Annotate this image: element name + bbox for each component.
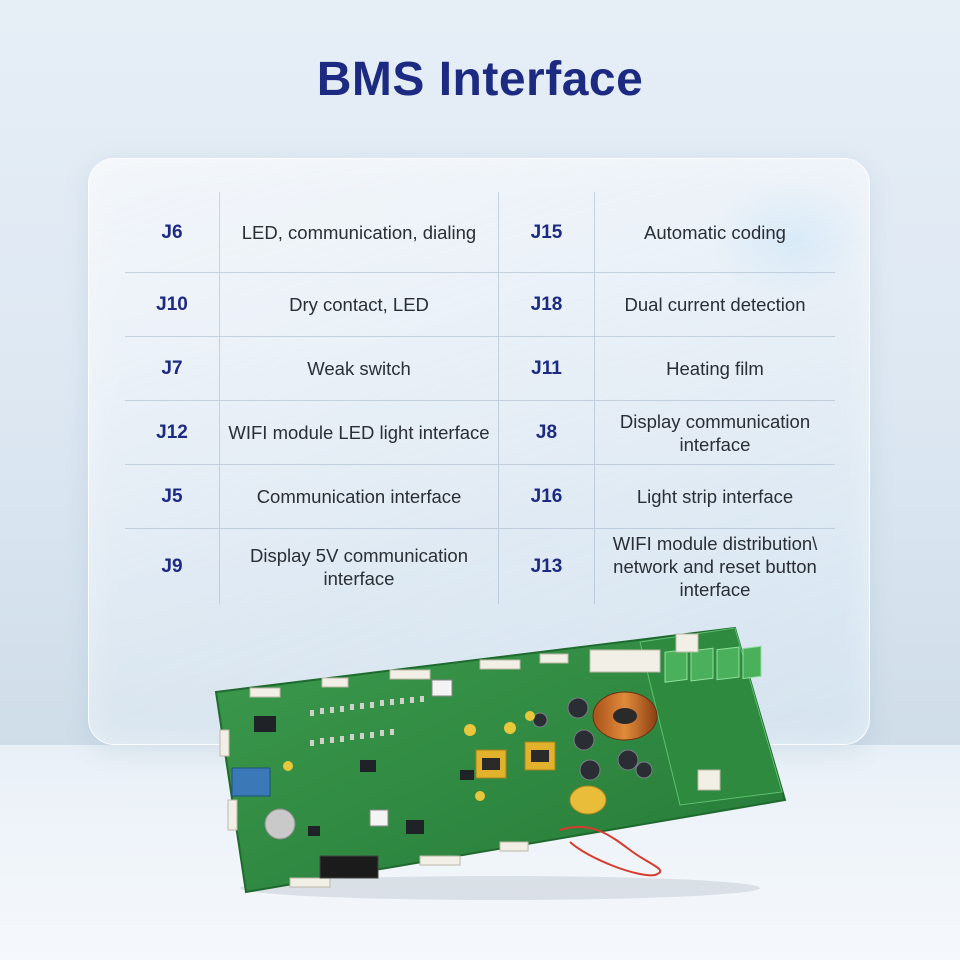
table-row: J9 Display 5V communication interface J1…	[125, 529, 835, 604]
connector-description: Light strip interface	[594, 465, 835, 528]
table-row: J6 LED, communication, dialing J15 Autom…	[125, 192, 835, 273]
connector-code: J6	[161, 221, 183, 243]
connector-code: J18	[498, 273, 594, 336]
connector-code: J9	[161, 556, 183, 577]
connector-code: J16	[498, 465, 594, 528]
connector-code: J12	[156, 422, 188, 443]
connector-description: Display 5V communication interface	[219, 529, 498, 604]
connector-code: J10	[156, 294, 188, 315]
interface-table: J6 LED, communication, dialing J15 Autom…	[125, 192, 835, 604]
pcb-board-illustration	[214, 626, 787, 900]
table-row: J12 WIFI module LED light interface J8 D…	[125, 401, 835, 465]
connector-code: J5	[161, 486, 183, 507]
table-row: J7 Weak switch J11 Heating film	[125, 337, 835, 401]
connector-description: Communication interface	[219, 465, 498, 528]
connector-description: LED, communication, dialing	[219, 192, 498, 272]
connector-description: Weak switch	[219, 337, 498, 400]
connector-description: Automatic coding	[594, 192, 835, 272]
page-title: BMS Interface	[316, 53, 644, 106]
connector-code: J8	[498, 401, 594, 464]
connector-description: Dual current detection	[594, 273, 835, 336]
connector-code: J15	[498, 192, 594, 272]
connector-code: J13	[498, 529, 594, 604]
connector-description: WIFI module LED light interface	[219, 401, 498, 464]
connector-description: Heating film	[594, 337, 835, 400]
pcb-board-image	[210, 620, 790, 910]
connector-description: Display communication interface	[594, 401, 835, 464]
table-row: J5 Communication interface J16 Light str…	[125, 465, 835, 529]
connector-description: Dry contact, LED	[219, 273, 498, 336]
connector-code: J11	[498, 337, 594, 400]
connector-description: WIFI module distribution\ network and re…	[594, 529, 835, 604]
connector-code: J7	[161, 358, 183, 379]
table-row: J10 Dry contact, LED J18 Dual current de…	[125, 273, 835, 337]
